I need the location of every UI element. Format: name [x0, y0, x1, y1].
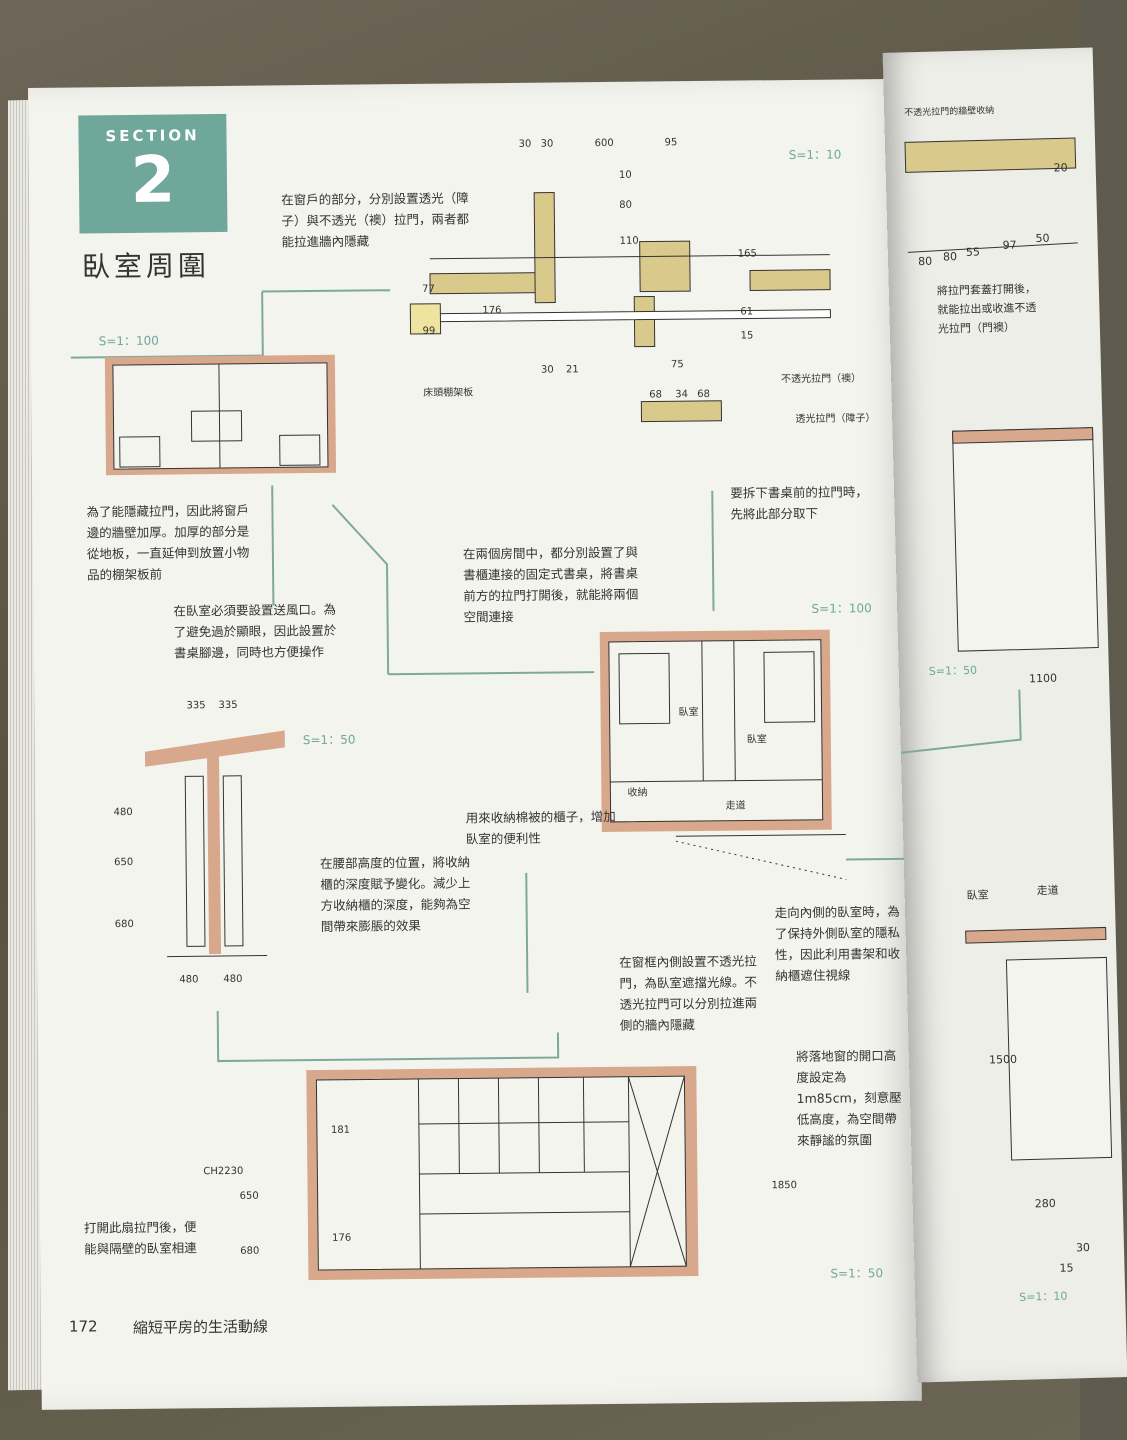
dim: 15 — [740, 330, 754, 342]
dim: 680 — [114, 918, 134, 931]
dim: 1850 — [771, 1180, 798, 1192]
scale-label: S=1：50 — [302, 732, 356, 748]
note-closet: 用來收納棉被的櫃子，增加臥室的便利性 — [465, 808, 616, 847]
dim: 30 — [540, 364, 554, 376]
right-note: 將拉門套蓋打開後，就能拉出或收進不透光拉門（門襖） — [936, 282, 1037, 336]
note-remove-desk-door: 要拆下書桌前的拉門時，先將此部分取下 — [730, 484, 868, 522]
elevation-50 — [144, 730, 285, 958]
section-100 — [104, 354, 337, 476]
right-page: 不透光拉門的牆壁收納 將拉門套蓋打開後，就能拉出或收進不透光拉門（門襖） 80 … — [882, 47, 1127, 1383]
note-window-doors: 在窗戶的部分，分別設置透光（障子）與不透光（襖）拉門，兩者都能拉進牆內隱藏 — [281, 190, 469, 250]
scale-label: S=1：50 — [830, 1266, 884, 1281]
dim: 30 — [518, 138, 532, 150]
opaque-door-label: 不透光拉門（襖） — [781, 373, 862, 386]
dim: 176 — [332, 1232, 352, 1244]
chapter-title: 縮短平房的生活動線 — [132, 1317, 269, 1337]
drawings — [70, 191, 927, 1281]
right-corridor-label: 走道 — [1036, 883, 1059, 898]
bottom-elevation — [306, 1066, 699, 1281]
scale-label: S=1：10 — [788, 147, 842, 163]
leader-lines — [70, 289, 927, 1063]
dim: 480 — [179, 974, 199, 986]
dim: 99 — [422, 325, 436, 337]
right-dim: 280 — [1034, 1196, 1056, 1211]
dim: 181 — [330, 1124, 351, 1136]
dim: 650 — [239, 1190, 259, 1202]
dim: 61 — [740, 306, 754, 318]
right-bedroom-label: 臥室 — [966, 888, 989, 903]
note-window-height: 將落地窗的開口高度設定為1m85cm，刻意壓低高度，為空間帶來靜謐的氛圍 — [796, 1047, 902, 1149]
dim: CH2230 — [203, 1165, 244, 1178]
note-opaque-door: 在窗框內側設置不透光拉門，為臥室遮擋光線。不透光拉門可以分別拉進兩側的牆內隱藏 — [619, 953, 758, 1033]
note-open-door: 打開此扇拉門後，便能與隔壁的臥室相連 — [83, 1219, 197, 1257]
dim: 80 — [619, 199, 633, 211]
dim: 600 — [594, 137, 614, 150]
scale-label: S=1：100 — [98, 333, 159, 349]
translucent-door-label: 透光拉門（障子） — [795, 413, 876, 425]
right-dim: 30 — [1075, 1240, 1091, 1255]
note-wall-thickening: 為了能隱藏拉門，因此將窗戶邊的牆壁加厚。加厚的部分是從地板，一直延伸到放置小物品… — [86, 502, 250, 583]
right-dim: 80 — [917, 254, 933, 269]
note-inner-bedroom: 走向內側的臥室時，為了保持外側臥室的隱私性，因此利用書架和收納櫃遮住視線 — [774, 903, 901, 984]
floor-plan — [599, 629, 847, 880]
right-dim: 55 — [965, 245, 981, 259]
dim: 110 — [619, 235, 639, 247]
note-waist-height: 在腰部高度的位置，將收納櫃的深度賦予變化。減少上方收納櫃的深度，能夠為空間帶來膨… — [320, 854, 471, 934]
dim: 10 — [618, 169, 632, 181]
dim: 335 — [186, 700, 206, 712]
dim: 30 — [540, 138, 554, 150]
right-dim: 1500 — [988, 1052, 1018, 1067]
right-dim: 97 — [1002, 238, 1017, 252]
dim: 68 — [649, 389, 663, 401]
right-dim: 15 — [1059, 1261, 1074, 1275]
dim: 21 — [565, 364, 579, 376]
note-desk-connect: 在兩個房間中，都分別設置了與書櫃連接的固定式書桌，將書桌前方的拉門打開後，就能將… — [462, 544, 639, 625]
shelf-board-label: 床頭棚架板 — [423, 387, 474, 399]
corridor-label: 走道 — [725, 800, 746, 812]
page-number: 172 — [68, 1317, 98, 1336]
bedroom-label: 臥室 — [678, 707, 699, 719]
right-dim: 50 — [1035, 231, 1050, 246]
dim: 77 — [422, 283, 435, 295]
note-vent: 在臥室必須要設置送風口。為了避免過於顯眼，因此設置於書桌腳邊，同時也方便操作 — [173, 601, 337, 661]
dim: 335 — [218, 699, 238, 712]
dim: 75 — [670, 359, 684, 371]
dim: 34 — [675, 389, 689, 401]
right-scale: S=1：10 — [1019, 1289, 1068, 1304]
right-header: 不透光拉門的牆壁收納 — [904, 106, 995, 119]
dim: 680 — [240, 1245, 260, 1257]
scale-label: S=1：100 — [811, 601, 872, 616]
right-dim: 80 — [942, 250, 958, 264]
right-dim: 20 — [1053, 161, 1068, 175]
dim: 68 — [697, 388, 711, 401]
dim: 95 — [664, 137, 678, 149]
storage-label: 收納 — [627, 787, 648, 799]
plan-detail — [409, 191, 831, 423]
left-page: SECTION 2 臥室周圍 — [28, 78, 927, 1410]
dim: 650 — [114, 856, 134, 869]
right-scale: S=1：50 — [928, 663, 978, 678]
dim: 165 — [737, 248, 757, 260]
dim: 480 — [113, 806, 133, 819]
right-dim: 1100 — [1028, 671, 1058, 686]
dim: 176 — [482, 305, 502, 317]
dim: 480 — [223, 973, 243, 986]
bedroom-label: 臥室 — [746, 734, 767, 746]
right-drawings — [900, 137, 1113, 1161]
